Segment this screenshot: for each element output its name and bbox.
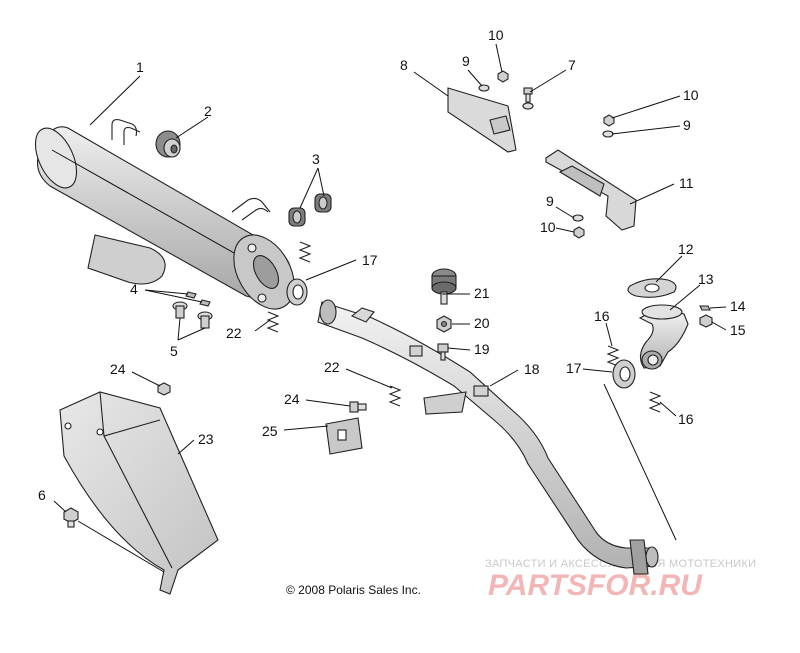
callout-2: 2 xyxy=(204,103,212,119)
head-pipe-part xyxy=(317,299,659,575)
bumper-21-part xyxy=(431,268,457,305)
callout-10-right: 10 xyxy=(683,87,699,103)
callout-16-upper: 16 xyxy=(594,308,610,324)
callout-10-lower: 10 xyxy=(540,219,556,235)
callout-8: 8 xyxy=(400,57,408,73)
callout-17-left: 17 xyxy=(362,252,378,268)
grommet-part xyxy=(155,130,181,158)
callout-22-left: 22 xyxy=(226,325,242,341)
stud-14-part xyxy=(699,305,711,311)
heat-shield-part xyxy=(59,391,219,595)
callout-24-left: 24 xyxy=(110,361,126,377)
callout-24-center: 24 xyxy=(284,391,300,407)
nut-15-part xyxy=(699,314,713,328)
callout-25: 25 xyxy=(262,423,278,439)
callout-1: 1 xyxy=(136,59,144,75)
callout-17-right: 17 xyxy=(566,360,582,376)
clip-parts xyxy=(185,291,211,307)
spring-parts xyxy=(266,241,662,413)
callout-13: 13 xyxy=(698,271,714,287)
grommet-pair-part xyxy=(288,193,332,227)
callout-4: 4 xyxy=(130,281,138,297)
callout-labels: 1 2 3 4 5 6 7 8 9 10 10 9 11 9 10 12 13 … xyxy=(38,27,746,503)
callout-9-top: 9 xyxy=(462,53,470,69)
bracket-8-part xyxy=(447,87,517,153)
leader-lines xyxy=(53,43,727,573)
callout-3: 3 xyxy=(312,151,320,167)
callout-18: 18 xyxy=(524,361,540,377)
gasket-parts xyxy=(286,278,636,389)
callout-19: 19 xyxy=(474,341,490,357)
callout-9-lower: 9 xyxy=(546,193,554,209)
callout-15: 15 xyxy=(730,322,746,338)
callout-20: 20 xyxy=(474,315,490,331)
callout-5: 5 xyxy=(170,343,178,359)
callout-12: 12 xyxy=(678,241,694,257)
flange-gasket-part xyxy=(627,278,677,298)
callout-9-right: 9 xyxy=(683,117,691,133)
callout-7: 7 xyxy=(568,57,576,73)
callout-11: 11 xyxy=(679,175,694,191)
hardware-parts xyxy=(478,70,615,239)
callout-10-top: 10 xyxy=(488,27,504,43)
muffler-part xyxy=(34,119,295,310)
callout-16-lower: 16 xyxy=(678,411,694,427)
callout-6: 6 xyxy=(38,487,46,503)
callout-23: 23 xyxy=(198,431,214,447)
copyright-text: © 2008 Polaris Sales Inc. xyxy=(286,583,421,597)
watermark: ЗАПЧАСТИ И АКСЕССУАРЫ ДЛЯ МОТОТЕХНИКИ PA… xyxy=(485,558,756,602)
bracket-11-part xyxy=(545,149,637,231)
callout-21: 21 xyxy=(474,285,490,301)
watermark-brand: PARTSFOR.RU xyxy=(488,569,703,602)
nut-20-part xyxy=(436,315,452,333)
bracket-25-part xyxy=(325,417,363,455)
bolt-6-part xyxy=(63,507,79,528)
callout-22-center: 22 xyxy=(324,359,340,375)
bolt-24-parts xyxy=(157,382,367,413)
elbow-pipe-part xyxy=(638,304,689,370)
stud-parts xyxy=(172,301,213,329)
callout-14: 14 xyxy=(730,298,746,314)
